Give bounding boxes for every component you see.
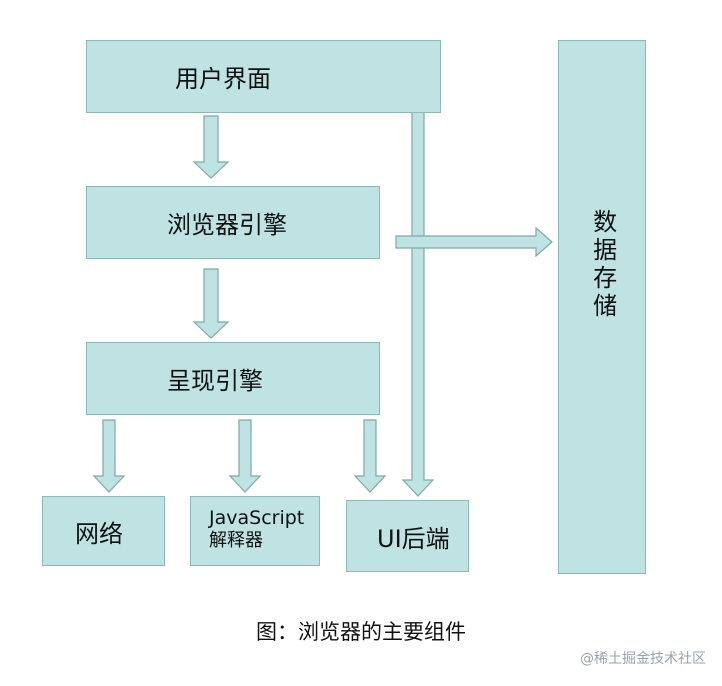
arrow-rendering-to-javascript bbox=[228, 419, 262, 493]
rendering-engine-box: 呈现引擎 bbox=[86, 342, 380, 415]
browser-engine-box: 浏览器引擎 bbox=[86, 186, 380, 259]
network-box: 网络 bbox=[42, 496, 165, 566]
arrow-ui-to-ui-backend bbox=[401, 111, 435, 497]
network-label: 网络 bbox=[75, 519, 123, 548]
ui-backend-box: UI后端 bbox=[346, 500, 469, 572]
data-storage-label: 数据存储 bbox=[588, 209, 617, 321]
watermark-text: @稀土掘金技术社区 bbox=[580, 651, 706, 667]
arrow-browser-engine-to-data-storage bbox=[395, 226, 553, 258]
arrow-browser-engine-to-rendering bbox=[192, 268, 230, 339]
diagram-caption: 图：浏览器的主要组件 bbox=[256, 620, 466, 644]
browser-engine-label: 浏览器引擎 bbox=[167, 211, 287, 239]
javascript-interpreter-box: JavaScript 解释器 bbox=[190, 496, 320, 566]
interpreter-label: 解释器 bbox=[209, 530, 263, 551]
user-interface-box: 用户界面 bbox=[86, 40, 441, 113]
data-storage-box: 数据存储 bbox=[558, 40, 646, 574]
arrow-rendering-to-ui-backend bbox=[353, 419, 387, 493]
arrow-ui-to-browser-engine bbox=[192, 115, 230, 179]
javascript-label: JavaScript bbox=[209, 507, 305, 529]
user-interface-label: 用户界面 bbox=[175, 65, 271, 93]
ui-backend-label: UI后端 bbox=[377, 524, 450, 553]
arrow-rendering-to-network bbox=[92, 419, 126, 493]
rendering-engine-label: 呈现引擎 bbox=[167, 367, 263, 395]
